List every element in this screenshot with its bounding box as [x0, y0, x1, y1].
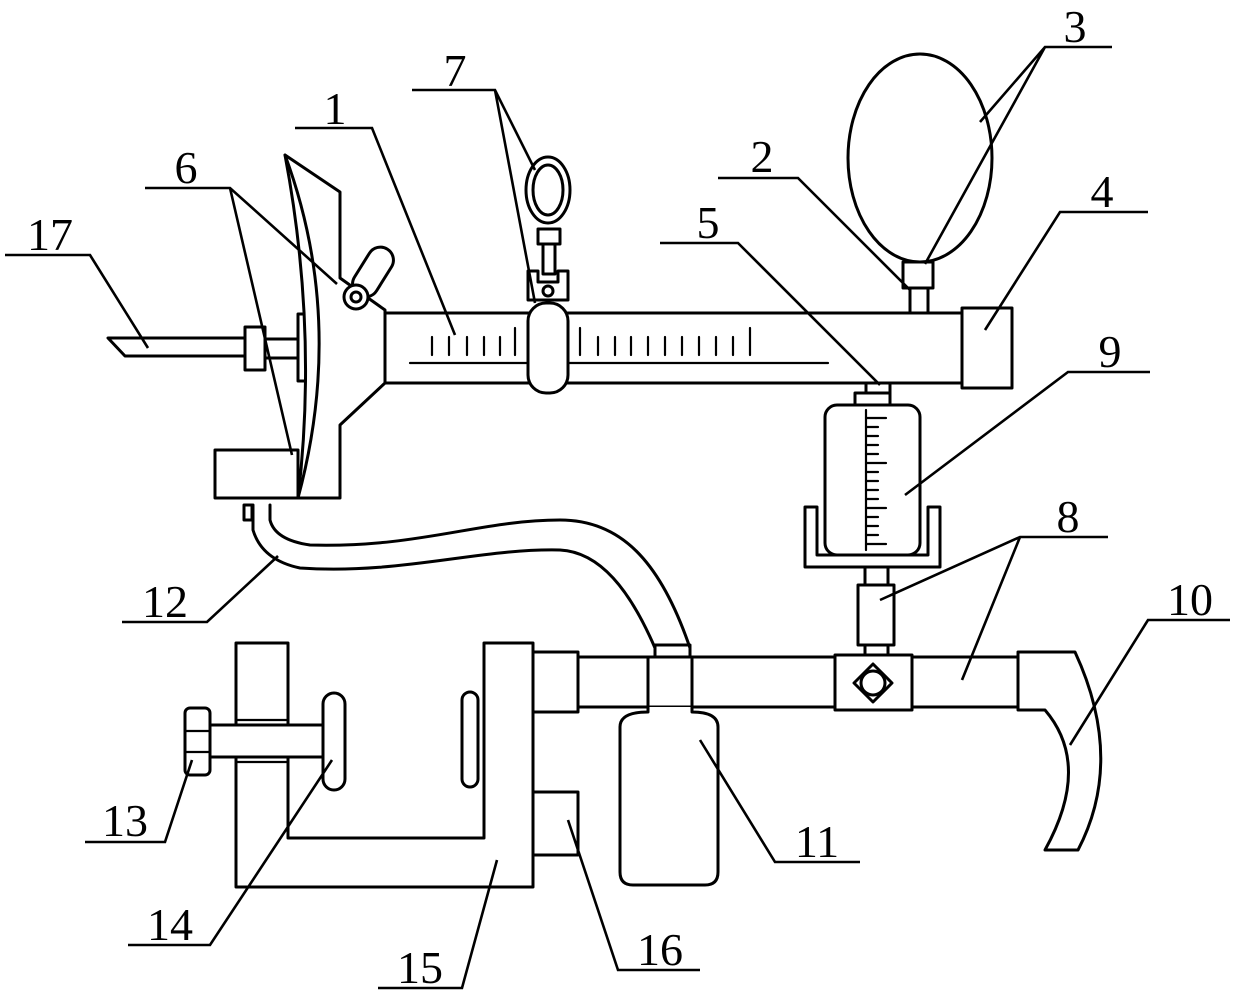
pressure-pad-14 — [323, 693, 345, 790]
callout-11: 11 — [795, 816, 839, 867]
leader-17 — [5, 255, 148, 348]
slider-magnifier-7 — [526, 157, 570, 393]
callout-12: 12 — [142, 576, 188, 627]
balloon-3 — [848, 54, 992, 288]
main-tube-1 — [385, 313, 962, 383]
side-block-16 — [533, 792, 578, 855]
callout-9: 9 — [1099, 326, 1122, 377]
callout-2: 2 — [751, 131, 774, 182]
callout-15: 15 — [397, 942, 443, 993]
callout-4: 4 — [1091, 166, 1114, 217]
leader-9 — [905, 372, 1150, 495]
graduated-bottle-9 — [805, 405, 940, 567]
callout-17: 17 — [27, 209, 73, 260]
callout-14: 14 — [147, 899, 193, 950]
leader-2 — [718, 178, 910, 290]
clamp-frame-15 — [236, 643, 533, 887]
callout-5: 5 — [697, 197, 720, 248]
valve — [835, 655, 912, 710]
connector-5 — [855, 383, 890, 405]
callout-8: 8 — [1057, 491, 1080, 542]
lower-tube-8 — [578, 567, 1018, 710]
callout-13: 13 — [102, 795, 148, 846]
callout-16: 16 — [637, 924, 683, 975]
leader-3 — [925, 47, 1112, 264]
callout-7: 7 — [444, 45, 467, 96]
callout-10: 10 — [1167, 574, 1213, 625]
needle-tube-17 — [108, 314, 315, 381]
end-block — [533, 652, 578, 712]
slot — [462, 692, 478, 787]
callout-6: 6 — [175, 142, 198, 193]
hose-12 — [253, 505, 690, 648]
stem-2 — [910, 288, 928, 313]
end-cap-4 — [962, 308, 1012, 388]
callout-1: 1 — [324, 83, 347, 134]
bottle-11 — [620, 707, 718, 885]
callout-3: 3 — [1064, 1, 1087, 52]
hook-10 — [1018, 652, 1101, 850]
